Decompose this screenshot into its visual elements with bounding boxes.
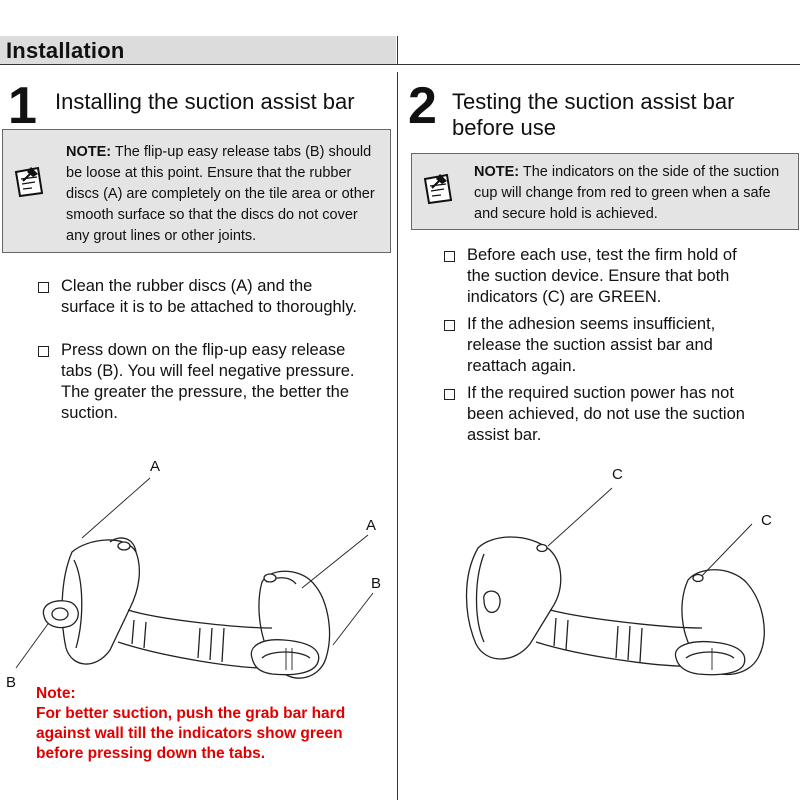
step-2-note-box <box>411 153 799 230</box>
step-2-note-text: NOTE: The indicators on the side of the … <box>474 164 780 222</box>
step-1-number: 1 <box>8 77 37 135</box>
callout-b-left: B <box>6 674 17 691</box>
header-bar <box>0 36 396 64</box>
column-divider <box>397 72 398 800</box>
step-2-bullet-2: If the adhesion seems insufficient, rele… <box>444 314 715 377</box>
step-2-bullet-1: Before each use, test the firm hold of t… <box>444 245 737 308</box>
checkbox-icon <box>444 389 455 400</box>
callout-b-right: B <box>371 575 382 592</box>
suction-bar-illustration-step-1 <box>0 460 395 700</box>
red-warning-note: Note: For better suction, push the grab … <box>36 685 346 762</box>
suction-bar-illustration-step-2 <box>400 460 795 700</box>
step-2-number: 2 <box>408 77 437 135</box>
checkbox-icon <box>38 282 49 293</box>
section-title: Installation <box>6 38 125 63</box>
step-2-title: Testing the suction assist bar before us… <box>452 89 735 140</box>
callout-a-top: A <box>150 458 161 475</box>
step-1-title: Installing the suction assist bar <box>55 89 355 114</box>
pinned-note-icon <box>420 170 456 211</box>
callout-c-left: C <box>612 466 623 483</box>
step-2-bullet-3: If the required suction power has not be… <box>444 383 745 446</box>
checkbox-icon <box>444 251 455 262</box>
step-1-bullet-1: Clean the rubber discs (A) and the surfa… <box>38 276 357 318</box>
pinned-note-icon <box>11 163 47 204</box>
header-vertical-divider <box>397 36 398 64</box>
callout-c-right: C <box>761 512 772 529</box>
header-divider <box>0 64 800 65</box>
checkbox-icon <box>444 320 455 331</box>
step-1-note-text: NOTE: The flip-up easy release tabs (B) … <box>66 144 375 244</box>
step-1-bullet-2: Press down on the flip-up easy release t… <box>38 340 355 424</box>
checkbox-icon <box>38 346 49 357</box>
callout-a-right: A <box>366 517 377 534</box>
step-1-note-box <box>2 129 391 253</box>
